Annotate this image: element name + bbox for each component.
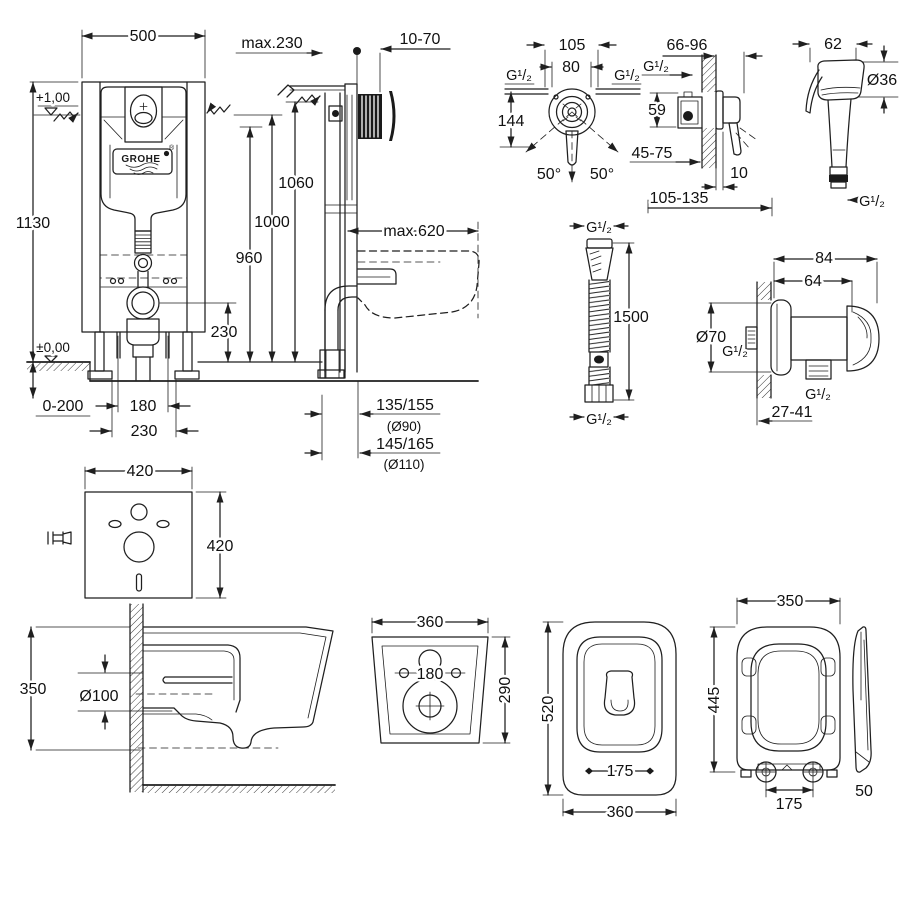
dim-height-inlet: 1000 bbox=[254, 214, 290, 231]
dim-drain-height: 230 bbox=[211, 324, 238, 341]
cistern-outline bbox=[100, 86, 187, 232]
dim-mixer-distance: 105-135 bbox=[650, 190, 709, 207]
bowl-rear-view bbox=[371, 617, 511, 744]
dim-plate-height: 420 bbox=[207, 538, 234, 555]
dim-bowl-depth-max: max.620 bbox=[383, 223, 444, 240]
mixer-angle-left: 50° bbox=[537, 166, 561, 183]
frame-side-view bbox=[233, 45, 480, 461]
dim-mixer-height: 144 bbox=[498, 113, 525, 130]
mixer-side-view bbox=[629, 51, 773, 217]
dim-top-length: 520 bbox=[540, 696, 557, 723]
dim-rear-width: 360 bbox=[417, 614, 444, 631]
dim-bowl-drain-dia: Ø100 bbox=[79, 688, 118, 705]
dim-mixer-span-inner: 80 bbox=[562, 59, 580, 76]
dim-hose-length: 1500 bbox=[613, 309, 649, 326]
shower-hose-view bbox=[569, 222, 635, 421]
dim-seat-hinges: 175 bbox=[776, 796, 803, 813]
level-floor-label: ±0,00 bbox=[36, 340, 70, 355]
dim-elbow-depth-range: 27-41 bbox=[772, 404, 813, 421]
dim-outlet-b-dia: (Ø110) bbox=[383, 457, 424, 472]
dim-outlet-a: 135/155 bbox=[376, 397, 434, 414]
elbow-thread-bottom: G¹/₂ bbox=[805, 387, 831, 403]
dim-rear-height: 290 bbox=[497, 677, 514, 704]
dim-mixer-depth-range: 66-96 bbox=[667, 37, 708, 54]
bowl-profile bbox=[142, 626, 334, 749]
hand-shower-view bbox=[792, 40, 899, 204]
foot-left bbox=[87, 370, 113, 380]
actuator-plate-side bbox=[389, 91, 396, 141]
supply-arrow-left-icon bbox=[53, 111, 79, 123]
dim-mixer-span: 105 bbox=[559, 37, 586, 54]
seat-view bbox=[709, 597, 872, 798]
brand-reg-mark: ® bbox=[169, 144, 175, 152]
shower-lever bbox=[805, 69, 823, 114]
mixer-side-thread: G¹/₂ bbox=[643, 59, 669, 75]
dim-plate-thickness: 10 bbox=[730, 165, 748, 182]
sound-plate bbox=[84, 491, 193, 599]
supply-arrow-right-icon bbox=[206, 102, 231, 115]
foot-right bbox=[174, 370, 200, 380]
hose-thread-top: G¹/₂ bbox=[586, 220, 612, 236]
dim-shower-width: 62 bbox=[824, 36, 842, 53]
dim-seat-length: 445 bbox=[706, 687, 723, 714]
dimension-labels: 500 1130 +1,00 ±0,00 GROHE ® 230 0-200 1… bbox=[13, 26, 899, 824]
dim-depth-max: max.230 bbox=[241, 35, 302, 52]
dim-bowl-height: 350 bbox=[20, 681, 47, 698]
dim-elbow-total: 84 bbox=[815, 250, 833, 267]
supply-arrow-side-icon bbox=[295, 94, 321, 106]
mixer-side-handle bbox=[722, 96, 741, 124]
dim-top-holes: 175 bbox=[607, 763, 634, 780]
dim-plate-depth: 10-70 bbox=[400, 31, 441, 48]
dim-shower-head-dia: Ø36 bbox=[867, 72, 897, 89]
elbow-thread-side: G¹/₂ bbox=[722, 344, 748, 360]
shower-thread: G¹/₂ bbox=[859, 194, 885, 210]
dim-stud-spacing: 230 bbox=[131, 423, 158, 440]
dim-outlet-a-dia: (Ø90) bbox=[387, 419, 422, 434]
mixer-angle-right: 50° bbox=[590, 166, 614, 183]
dim-plate-width: 420 bbox=[127, 463, 154, 480]
bowl-side-view bbox=[27, 603, 336, 793]
seat-side-profile bbox=[852, 626, 872, 773]
seat-outline bbox=[736, 626, 841, 771]
hose-thread-bottom: G¹/₂ bbox=[586, 412, 612, 428]
reference-dot-icon bbox=[353, 47, 361, 55]
dim-mixer-offset: 59 bbox=[648, 102, 666, 119]
level-top-label: +1,00 bbox=[36, 90, 70, 105]
dim-outlet-b: 145/165 bbox=[376, 436, 434, 453]
bowl-top-view bbox=[542, 621, 677, 817]
dim-elbow-flange-dia: Ø70 bbox=[696, 329, 726, 346]
dim-elbow-body: 64 bbox=[804, 273, 822, 290]
shower-holder-cup bbox=[846, 305, 880, 372]
brand-logo-text: GROHE bbox=[121, 154, 160, 165]
dim-bolt-spacing: 180 bbox=[130, 398, 157, 415]
fastener-icon bbox=[47, 531, 72, 545]
dim-height-plate: 960 bbox=[236, 250, 263, 267]
dim-top-width: 360 bbox=[607, 804, 634, 821]
sound-plate-view bbox=[47, 466, 227, 599]
dim-lever-range: 45-75 bbox=[632, 145, 673, 162]
dim-feet-range: 0-200 bbox=[43, 398, 84, 415]
fill-valve-box bbox=[124, 86, 163, 143]
frame-front-view bbox=[26, 29, 479, 438]
dim-frame-height: 1130 bbox=[16, 215, 51, 232]
bowl-top-outline bbox=[562, 621, 677, 796]
dim-rear-holes: 180 bbox=[417, 666, 444, 683]
mixer-front-view bbox=[499, 41, 642, 183]
mixer-thread-left: G¹/₂ bbox=[506, 68, 532, 84]
dim-seat-thickness: 50 bbox=[855, 783, 873, 800]
dim-seat-width: 350 bbox=[777, 593, 804, 610]
shower-head bbox=[817, 59, 865, 101]
elbow-flange bbox=[770, 299, 792, 376]
mixer-thread-right: G¹/₂ bbox=[614, 68, 640, 84]
dim-height-supply: 1060 bbox=[278, 175, 314, 192]
mixer-handle bbox=[565, 130, 579, 166]
wall-elbow-view bbox=[707, 255, 880, 426]
brand-plate bbox=[112, 148, 173, 175]
dim-frame-width: 500 bbox=[130, 28, 157, 45]
